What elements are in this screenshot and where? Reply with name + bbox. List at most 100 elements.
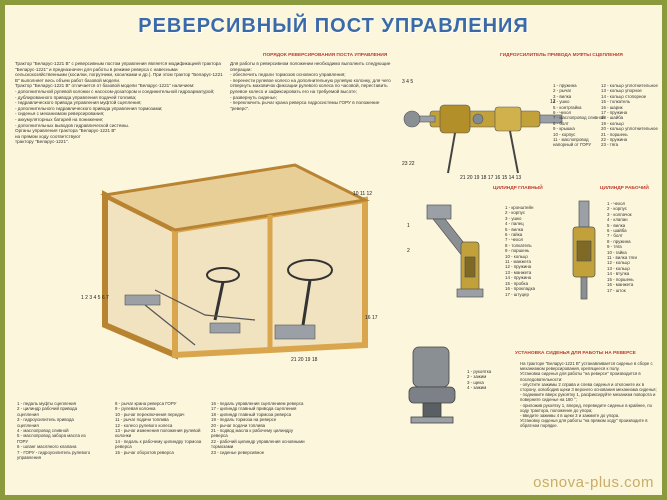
legend-item: 12 - колесо рулевого колеса [115, 422, 173, 428]
cab-illustration [100, 163, 370, 360]
legend-item: 13 - манжета [505, 269, 532, 275]
legend-item: 9 - крышка [553, 126, 575, 132]
legend-item: 13 - кольцо упорное [601, 88, 642, 94]
cab-callout: 10 11 12 [353, 191, 373, 197]
main-cylinder-illustration: 12 [407, 204, 484, 298]
intro-text: Трактор "Беларус-1221 В" с реверсивным п… [15, 61, 223, 145]
legend-item: 16 - прокладка [505, 286, 536, 292]
legend-item: 21 - подвод масла к рабочему цилиндру ре… [211, 428, 294, 439]
legend-item: 18 - шайба [601, 115, 624, 121]
cab-callout: 21 20 19 18 [291, 357, 318, 363]
legend-item: 7 - ГОРУ - гидроусилитель рулевого управ… [17, 449, 91, 461]
legend-item: 1 - кронштейн [505, 205, 534, 210]
hydro-legend-col2: 12 - кольцо уплотнительное 13 - кольцо у… [601, 83, 659, 148]
legend-item: 11 - манжета [505, 259, 531, 265]
svg-text:21 20 19 18 17 16 15 14 13: 21 20 19 18 17 16 15 14 13 [460, 175, 521, 181]
legend-item: 8 - болт [553, 120, 569, 126]
legend-item: 2 - корпус [505, 210, 525, 216]
legend-item: 13 - рычаг изменения положения рулевой к… [115, 428, 201, 439]
seat-section-header: УСТАНОВКА СИДЕНЬЯ ДЛЯ РАБОТЫ НА РЕВЕРСЕ [515, 351, 636, 356]
legend-item: 14 - втулка [607, 271, 630, 277]
main-cyl-legend: 1 - кронштейн 2 - корпус 3 - ушко 4 - па… [505, 205, 535, 297]
svg-text:23 22: 23 22 [402, 161, 415, 167]
legend-item: 3 - гидроусилитель привода сцепления [17, 417, 74, 428]
seat-legend: 1 - рукоятка 2 - зажим 3 - щека 4 - зажи… [467, 369, 491, 391]
legend-item: 4 - клапан [607, 217, 628, 223]
main-legend-col3: 16 - педаль управления сцеплением реверс… [211, 401, 307, 455]
legend-item: 22 - рабочий цилиндр управления основным… [211, 438, 305, 450]
order-section-text: Для работы в реверсивном положении необх… [230, 61, 391, 111]
legend-item: 15 - рычаг оборотов реверса [115, 449, 174, 455]
legend-item: 14 - педаль к рабочему цилиндру тормоза … [115, 438, 202, 450]
legend-item: 5 - вилка [607, 222, 626, 228]
legend-item: 10 - корпус [553, 131, 576, 137]
legend-item: 14 - кольцо стопорное [601, 93, 647, 99]
main-cyl-header: ЦИЛИНДР ГЛАВНЫЙ [493, 186, 543, 191]
legend-item: 5 - вилка [505, 226, 524, 232]
legend-item: 3 - ушко [505, 215, 522, 221]
legend-item: 12 - пружина [505, 264, 532, 270]
svg-text:12: 12 [550, 99, 556, 105]
legend-item: 20 - рычаг подачи топлива [211, 422, 266, 428]
main-legend-col2: 8 - рычаг крана реверса ГОРУ 9 - рулевая… [115, 401, 203, 455]
legend-item: 9 - тяга [607, 244, 622, 250]
legend-item: 12 - кольцо уплотнительное [601, 83, 658, 88]
legend-item: 6 - шланг масляного клапана [17, 444, 77, 450]
legend-item: 7 - маслопровод сливной [553, 115, 605, 121]
page-title: РЕВЕРСИВНЫЙ ПОСТ УПРАВЛЕНИЯ [138, 15, 529, 37]
work-cyl-header: ЦИЛИНДР РАБОЧИЙ [600, 186, 649, 191]
legend-item: 6 - гайка [505, 232, 523, 238]
legend-item: 2 - корпус [607, 206, 627, 212]
legend-item: 2 - цилиндр рабочий привода сцепления [17, 406, 78, 417]
legend-item: 15 - толкатель [601, 99, 631, 105]
legend-item: 16 - шарик [601, 104, 623, 110]
legend-item: 5 - маслопровод забора масла из ГОРУ [17, 433, 86, 444]
legend-item: 8 - толкатель [505, 242, 532, 248]
seat-illustration [408, 346, 456, 424]
legend-item: 23 - тяга [601, 142, 619, 148]
legend-item: 8 - пружина [607, 238, 631, 244]
legend-item: 17 - цилиндр главный привода сцепления [211, 406, 297, 412]
legend-item: 8 - рычаг крана реверса ГОРУ [115, 401, 177, 406]
legend-item: 14 - пружина [505, 275, 532, 281]
legend-item: 3 - щека [467, 379, 484, 385]
poster: РЕВЕРСИВНЫЙ ПОСТ УПРАВЛЕНИЯ Трактор "Бел… [5, 5, 662, 495]
legend-item: 3 - вилка [553, 93, 572, 99]
main-legend-col1: 1 - педаль муфты сцепления 2 - цилиндр р… [17, 401, 92, 460]
legend-item: 1 - чехол [607, 201, 626, 206]
legend-item: 7 - чехол [505, 237, 524, 243]
order-section-header: ПОРЯДОК РЕВЕРСИРОВАНИЯ ПОСТА УПРАВЛЕНИЯ [263, 53, 388, 58]
legend-item: 15 - поршень [607, 276, 634, 282]
legend-item: 13 - кольцо [607, 265, 630, 271]
svg-text:2: 2 [407, 248, 410, 254]
work-cyl-legend: 1 - чехол 2 - корпус 3 - колпачок 4 - кл… [607, 201, 637, 293]
hydro-legend-col1: 1 - пружина 2 - рычаг 3 - вилка 4 - ушко… [553, 83, 605, 148]
legend-item: 4 - ушко [553, 99, 570, 105]
legend-item: 6 - шайба [607, 228, 627, 234]
watermark: osnova-plus.com [533, 474, 654, 491]
legend-item: 19 - педаль тормоза на реверсе [211, 417, 277, 423]
legend-item: 17 - пружина [601, 110, 628, 116]
legend-item: 10 - рычаг переключения передач [115, 411, 185, 417]
legend-item: 4 - палец [505, 221, 524, 227]
legend-item: 20 - кольцо уплотнительное [601, 126, 658, 132]
legend-item: 17 - шток [607, 287, 626, 293]
hydro-assembly-illustration: 3 4 5 23 22 21 20 19 18 17 16 15 14 13 1… [402, 79, 563, 181]
cab-callout: 1 2 3 4 5 6 7 [81, 295, 109, 301]
legend-item: 1 - рукоятка [467, 369, 492, 374]
legend-item: 19 - кольцо [601, 120, 624, 126]
svg-text:1: 1 [407, 223, 410, 229]
cab-callout: 16 17 [365, 315, 378, 321]
legend-item: 4 - маслопровод сливной [17, 428, 69, 434]
legend-item: 6 - чехол [553, 110, 572, 116]
legend-item: 11 - вилка тяги [607, 255, 637, 261]
legend-item: 11 - рычаг подачи топлива [115, 417, 169, 423]
legend-item: 23 - сиденье реверсивное [211, 449, 265, 455]
legend-item: 9 - поршень [505, 248, 530, 254]
seat-section-text: На тракторе "Беларус-1221 В" устанавлива… [520, 361, 657, 429]
legend-item: 17 - штуцер [505, 291, 529, 297]
legend-item: 1 - педаль муфты сцепления [17, 401, 76, 406]
legend-item: 10 - гайка [607, 249, 627, 255]
legend-item: 7 - болт [607, 233, 623, 239]
